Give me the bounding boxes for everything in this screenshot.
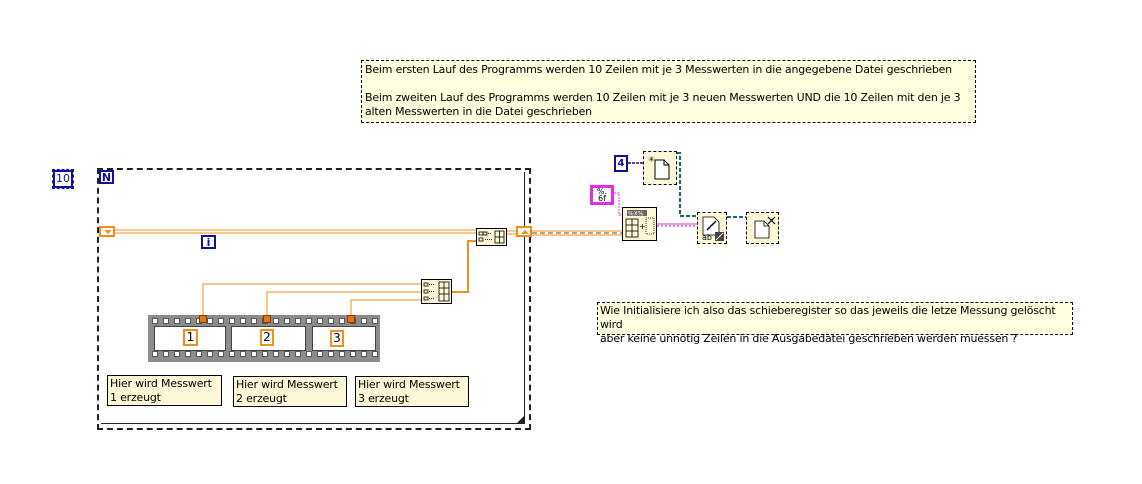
build-array-3-node[interactable] (421, 279, 452, 304)
question-comment: Wie Initialisiere ich also das schiebere… (597, 302, 1073, 345)
close-file-icon (754, 216, 776, 239)
sprocket-hole (306, 351, 312, 357)
frame2-comment: Hier wird Messwert 2 erzeugt (233, 376, 347, 407)
svg-text:%X%: %X% (628, 211, 644, 218)
frame3-constant[interactable]: 3 (330, 330, 344, 347)
sprocket-hole (262, 351, 268, 357)
new-file-icon: ✳ (648, 155, 670, 180)
question-line1: Wie Initialisiere ich also das schiebere… (600, 304, 1056, 331)
frame2-constant[interactable]: 2 (260, 329, 274, 346)
format-string-constant[interactable]: %.6f (590, 185, 614, 205)
sprocket-hole (251, 318, 257, 324)
sprocket-hole (273, 351, 279, 357)
array-output-wire[interactable] (532, 230, 622, 236)
sprocket-hole (251, 351, 257, 357)
sprocket-hole (350, 351, 356, 357)
svg-text:ab: ab (702, 233, 712, 242)
tunnel-frame-3 (347, 315, 355, 323)
write-text-file-icon: ab (702, 216, 724, 242)
sprocket-hole (284, 318, 290, 324)
build-array-row-node[interactable] (476, 228, 507, 246)
sprocket-hole (240, 318, 246, 324)
for-loop[interactable] (97, 168, 531, 430)
string-wire[interactable] (657, 223, 697, 227)
sprocket-hole (339, 318, 345, 324)
refnum-wire-open-write[interactable] (677, 152, 697, 217)
loop-resize-corner[interactable] (516, 415, 525, 424)
write-text-file-node[interactable]: ab (697, 212, 727, 244)
open-create-file-node[interactable]: ✳ (643, 151, 677, 185)
sprocket-hole (372, 318, 378, 324)
sprocket-hole (174, 318, 180, 324)
sprocket-hole (273, 318, 279, 324)
frame1-constant[interactable]: 1 (183, 329, 198, 346)
top-comment-line2: Beim zweiten Lauf des Programms werden 1… (365, 91, 961, 118)
iteration-terminal[interactable]: i (201, 235, 216, 249)
format-string-wire[interactable] (614, 192, 624, 216)
sprocket-hole (196, 351, 202, 357)
sprocket-hole (207, 351, 213, 357)
sprocket-hole (185, 318, 191, 324)
sprocket-hole (295, 318, 301, 324)
loop-count-constant[interactable]: 10 (52, 169, 74, 189)
sprocket-hole (163, 318, 169, 324)
sprocket-hole (328, 318, 334, 324)
sprocket-hole (229, 318, 235, 324)
svg-text:✳: ✳ (648, 155, 655, 164)
for-loop-inner-border (101, 172, 525, 424)
row-wire[interactable] (452, 240, 476, 293)
sprocket-hole (361, 351, 367, 357)
sprocket-hole (361, 318, 367, 324)
sprocket-hole (372, 351, 378, 357)
sprocket-hole (317, 351, 323, 357)
svg-text:+: + (639, 222, 646, 231)
sprocket-hole (207, 318, 213, 324)
sprocket-hole (218, 318, 224, 324)
build-array-icon (478, 230, 505, 244)
sprocket-hole (174, 351, 180, 357)
sprocket-hole (163, 351, 169, 357)
frame1-comment: Hier wird Messwert 1 erzeugt (107, 375, 222, 406)
sprocket-hole (339, 351, 345, 357)
frame1-comment-text: Hier wird Messwert 1 erzeugt (110, 377, 212, 404)
tunnel-frame-2 (263, 315, 271, 323)
tunnel-frame-1 (199, 315, 207, 323)
sprocket-hole (284, 351, 290, 357)
frame2-comment-text: Hier wird Messwert 2 erzeugt (236, 378, 338, 405)
sprocket-hole (295, 351, 301, 357)
open-mode-constant[interactable]: 4 (614, 155, 628, 172)
array-to-spreadsheet-icon: %X% + (625, 210, 655, 238)
sequence-frame-3[interactable] (312, 326, 376, 351)
shift-register-left[interactable] (99, 226, 115, 237)
shift-register-wire[interactable] (114, 229, 516, 235)
sprocket-hole (185, 351, 191, 357)
shift-register-right[interactable] (516, 226, 532, 237)
sprocket-hole (240, 351, 246, 357)
sprocket-hole (328, 351, 334, 357)
format-string-text: %.6f (596, 187, 608, 203)
question-line2: aber keine unnötig Zeilen in die Ausgabe… (600, 332, 1018, 345)
top-comment: Beim ersten Lauf des Programms werden 10… (361, 60, 976, 123)
frame3-comment-text: Hier wird Messwert 3 erzeugt (358, 378, 460, 405)
frame3-comment: Hier wird Messwert 3 erzeugt (355, 376, 469, 407)
build-array-icon (423, 281, 450, 302)
sprocket-hole (229, 351, 235, 357)
close-file-node[interactable] (746, 212, 779, 244)
sprocket-hole (306, 318, 312, 324)
sprocket-hole (152, 318, 158, 324)
top-comment-line1: Beim ersten Lauf des Programms werden 10… (365, 63, 952, 76)
sprocket-hole (152, 351, 158, 357)
sprocket-hole (317, 318, 323, 324)
sprocket-hole (218, 351, 224, 357)
array-to-spreadsheet-node[interactable]: %X% + (622, 207, 657, 241)
loop-count-terminal[interactable]: N (99, 170, 114, 184)
